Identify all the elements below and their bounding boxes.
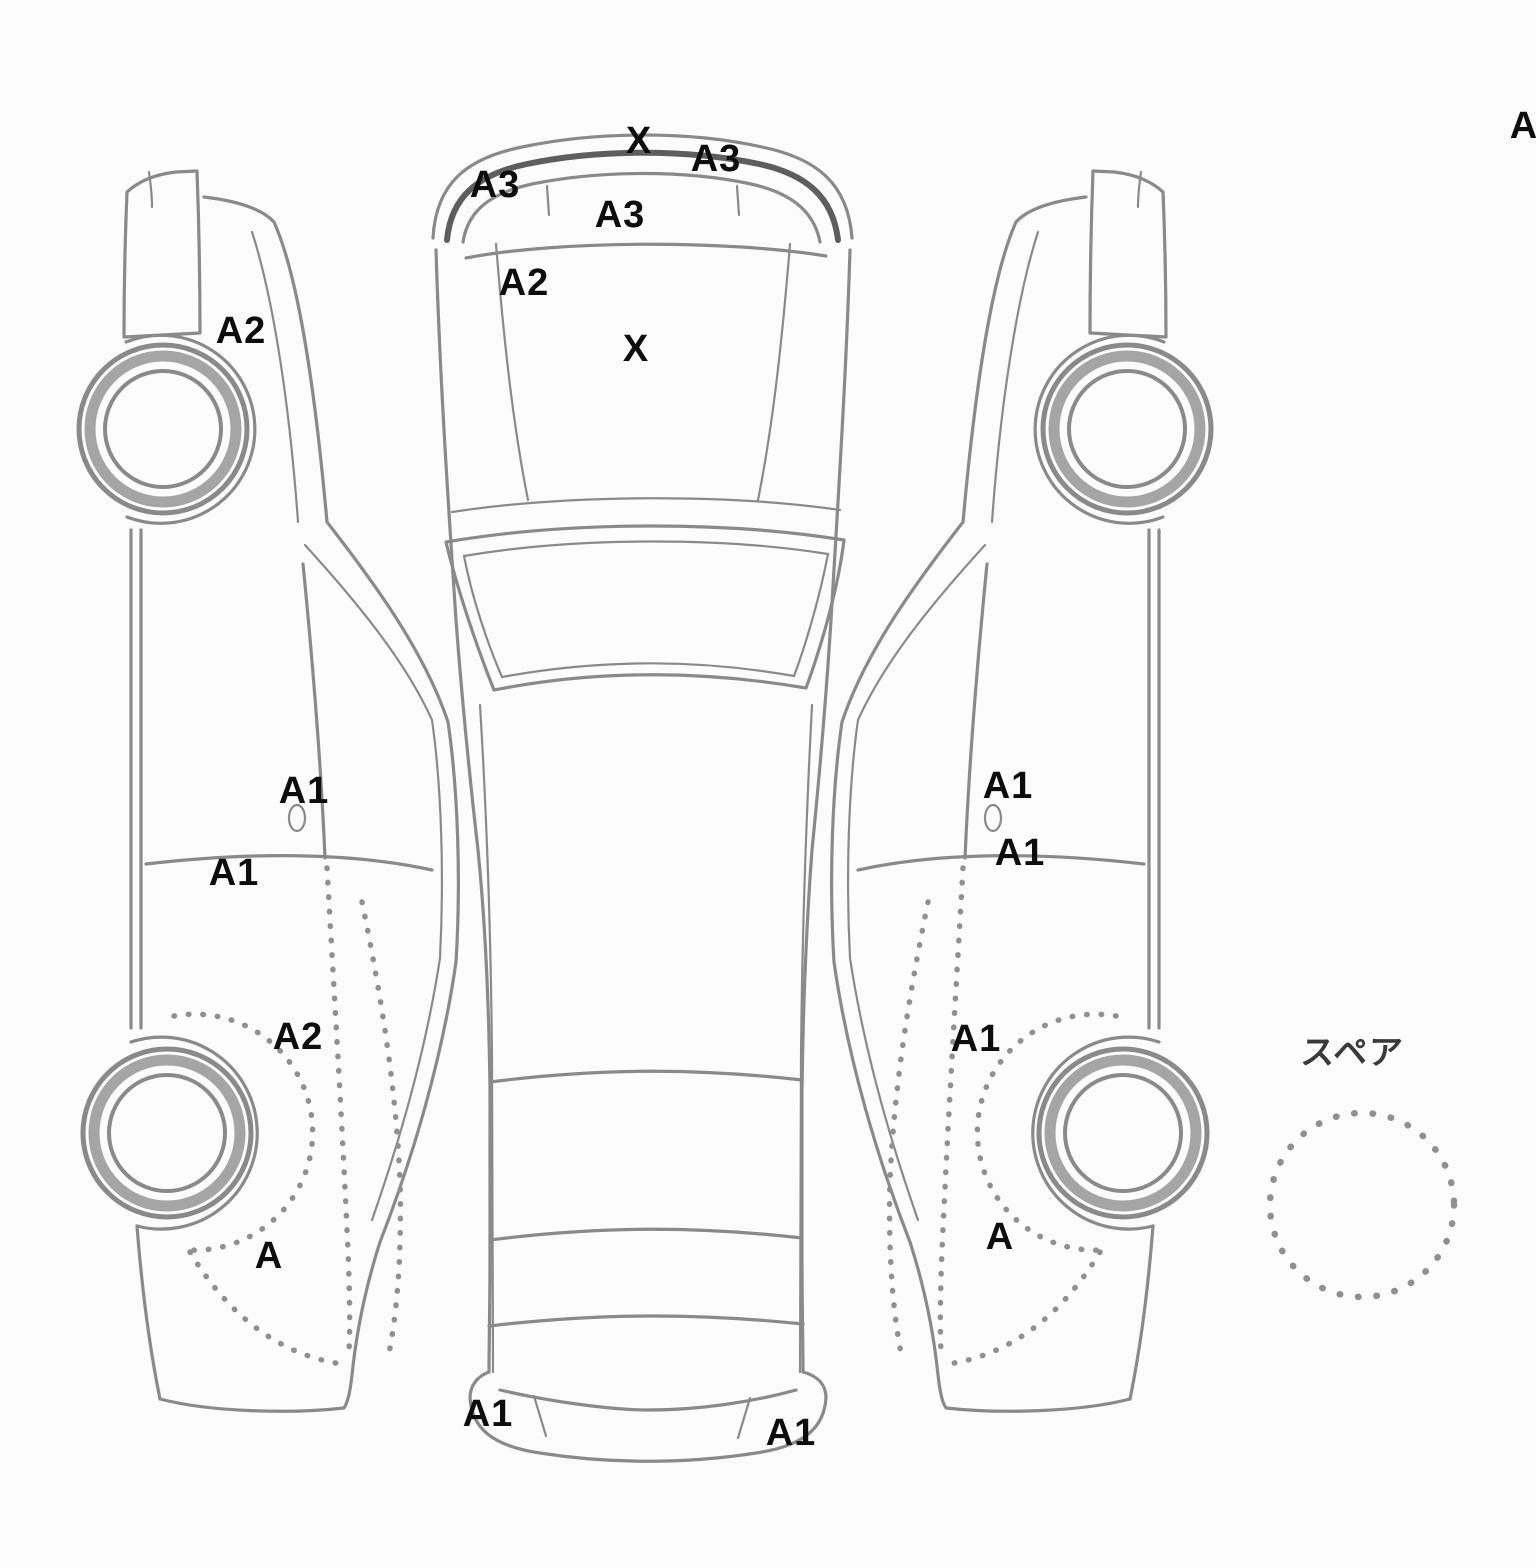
body-edge-left — [434, 248, 492, 1374]
damage-marker-13: A1 — [950, 1018, 1002, 1060]
front-arch-dotted — [171, 1011, 316, 1253]
damage-marker-0: X — [625, 120, 653, 162]
front-lower-dotted — [187, 1249, 345, 1367]
damage-marker-14: A — [985, 1216, 1015, 1258]
rocker-panel-lines — [129, 528, 143, 1030]
trunk-seam — [487, 1314, 805, 1328]
spare-label: スペア — [1299, 1034, 1405, 1072]
rear-bumper-ticks — [532, 1394, 752, 1440]
damage-marker-3: A3 — [594, 194, 646, 236]
damage-marker-7: A1 — [278, 770, 330, 812]
hood-crease-right — [756, 242, 792, 502]
damage-marker-12: A1 — [994, 832, 1046, 874]
door-seam-dotted — [324, 865, 353, 1355]
windshield-inner-line — [462, 540, 830, 679]
cowl-line — [450, 497, 842, 514]
roof-rail-left — [478, 703, 495, 1374]
hood-crease-left — [494, 242, 530, 502]
grille-ticks — [545, 184, 741, 217]
spare-tire-circle — [1266, 1109, 1458, 1301]
damage-marker-5: X — [622, 328, 650, 370]
damage-marker-16: A1 — [765, 1412, 817, 1454]
rear-bumper-inner-line — [498, 1388, 798, 1412]
damage-marker-1: A3 — [690, 138, 742, 180]
front-window-dotted — [359, 899, 404, 1361]
rear-glass-seam — [488, 1227, 804, 1242]
body-edge-right — [800, 248, 852, 1374]
side-body-outline — [158, 195, 460, 1413]
front-bumper-inner-line — [461, 171, 822, 244]
rear-fin-outline — [122, 169, 202, 339]
damage-marker-17: A — [1509, 105, 1536, 147]
trunk-inner-line — [250, 230, 300, 524]
rear-fin-notch — [147, 170, 154, 209]
rear-wheel-arch — [124, 333, 257, 525]
top-view — [431, 133, 854, 1463]
front-wheel-arch — [129, 1035, 259, 1231]
damage-marker-9: A2 — [272, 1016, 324, 1058]
roof-rail-right — [798, 703, 814, 1374]
door-seam — [301, 562, 327, 860]
damage-marker-15: A1 — [462, 1393, 514, 1435]
beltline — [144, 854, 434, 872]
front-bumper-outer-line — [431, 133, 854, 240]
front-corner-line — [135, 1224, 162, 1401]
damage-marker-10: A — [254, 1235, 284, 1277]
roof-rear-seam — [488, 1069, 804, 1084]
door-handle — [287, 803, 307, 833]
damage-marker-2: A3 — [469, 164, 521, 206]
windshield-outline — [444, 524, 846, 692]
rear-bumper-outline — [468, 1370, 828, 1463]
damage-marker-8: A1 — [208, 852, 260, 894]
damage-marker-4: A2 — [498, 262, 550, 304]
front-bumper-dark-line — [444, 149, 841, 243]
hood-leading-edge — [464, 242, 828, 260]
damage-marker-11: A1 — [982, 765, 1034, 807]
side-view-left — [79, 169, 460, 1413]
glass-roof-inner-line — [303, 543, 444, 1222]
damage-marker-6: A2 — [215, 310, 267, 352]
